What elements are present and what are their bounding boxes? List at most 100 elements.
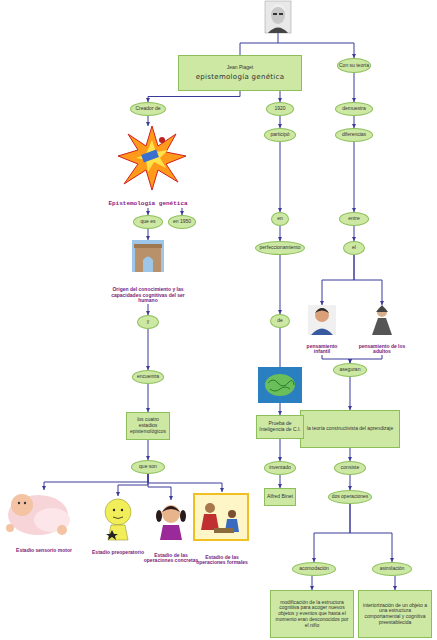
node-text: Estadio sensorio motor xyxy=(16,548,72,554)
connector-line xyxy=(280,255,281,314)
linking-phrase: dos operaciones xyxy=(328,490,372,504)
teacher-student-image xyxy=(194,494,248,540)
connector-line xyxy=(350,355,382,363)
yellow-child-image xyxy=(105,499,131,540)
node-text: asimilación xyxy=(380,566,405,572)
node-text: el xyxy=(352,245,356,251)
node-text: entre xyxy=(348,216,359,222)
linking-phrase: que son xyxy=(131,460,165,474)
linking-phrase: Con su teoría xyxy=(337,58,371,73)
linking-phrase: entre xyxy=(339,212,369,226)
node-text: pensamiento de los adultos xyxy=(354,344,410,356)
girl-image xyxy=(156,505,186,540)
node-text: Creador de xyxy=(135,106,160,112)
brain-image xyxy=(258,367,302,403)
linking-phrase: diferencias xyxy=(335,128,373,142)
linking-phrase: Creador de xyxy=(130,102,166,116)
connector-line xyxy=(354,142,355,212)
linking-phrase: en xyxy=(271,212,289,226)
connector-line xyxy=(322,355,350,363)
connector-line xyxy=(182,208,183,215)
connector-line xyxy=(322,255,354,305)
connector-line xyxy=(148,116,149,126)
connector-line xyxy=(350,475,351,490)
linking-phrase: inventado xyxy=(264,461,296,475)
node-text: Epistemología genética xyxy=(108,201,187,208)
node-text: que es xyxy=(140,219,155,225)
picture-concept: Estadio de las operaciones concretas xyxy=(142,500,200,564)
connector-line xyxy=(350,448,351,461)
connector-line xyxy=(280,439,281,461)
linking-phrase: acomodación xyxy=(292,562,336,576)
linking-phrase: en 1950 xyxy=(168,215,196,229)
node-text: que son xyxy=(139,464,157,470)
node-text: de xyxy=(277,318,283,324)
concept-box: interiorización de un objeto a una estru… xyxy=(358,590,432,638)
node-text: los cuatro estadios epistemológicos xyxy=(129,417,167,434)
connector-line xyxy=(312,576,313,590)
concept-box: modificación de la estructura cognitiva … xyxy=(270,590,354,638)
node-text: demuestra xyxy=(342,106,366,112)
concept-box: los cuatro estadios epistemológicos xyxy=(126,412,170,440)
connector-line xyxy=(354,116,355,128)
node-text: en xyxy=(277,216,283,222)
node-text: en 1950 xyxy=(173,219,191,225)
node-text: Con su teoría xyxy=(339,63,369,69)
connector-line xyxy=(148,329,149,370)
linking-phrase: y xyxy=(137,315,159,329)
node-text: perfeccionamiento xyxy=(260,245,301,251)
linking-phrase: consiste xyxy=(334,461,366,475)
connector-line xyxy=(148,208,149,215)
node-text: la teoría constructivista del aprendizaj… xyxy=(307,426,393,432)
linking-phrase: perfeccionamiento xyxy=(255,241,305,255)
connector-line xyxy=(350,504,392,562)
concept-box: Jean Piaget epistemología genética xyxy=(178,55,302,91)
linking-phrase: 1920 xyxy=(266,102,294,116)
node-text: y xyxy=(147,319,150,325)
connector-line xyxy=(280,142,281,212)
connector-line xyxy=(354,226,355,241)
explosion-image xyxy=(118,126,186,190)
node-text: epistemología genética xyxy=(196,73,285,81)
node-text: pensamiento infantil xyxy=(298,344,346,356)
node-text: Jean Piaget xyxy=(227,65,253,71)
picture-concept: pensamiento de los adultos xyxy=(354,305,410,355)
node-text: acomodación xyxy=(299,566,329,572)
linking-phrase: participó xyxy=(264,128,296,142)
baby-image xyxy=(6,494,70,535)
concept-box: Alfred Binet xyxy=(264,488,296,506)
connector-line xyxy=(280,475,281,488)
linking-phrase: asimilación xyxy=(372,562,412,576)
linking-phrase: encuentra xyxy=(132,370,164,384)
picture-concept: Estadio sensorio motor xyxy=(0,490,88,554)
connector-line xyxy=(280,91,281,102)
node-text: dos operaciones xyxy=(332,494,369,500)
node-text: interiorización de un objeto a una estru… xyxy=(361,603,429,626)
node-text: participó xyxy=(271,132,290,138)
linking-phrase: que es xyxy=(133,215,163,229)
node-text: modificación de la estructura cognitiva … xyxy=(273,600,351,629)
linking-phrase: demuestra xyxy=(335,102,373,116)
node-text: aseguran xyxy=(340,367,361,373)
arc-de-triomphe-image xyxy=(132,240,164,272)
connector-line xyxy=(395,576,396,590)
child-photo xyxy=(308,305,336,335)
linking-phrase: el xyxy=(343,241,365,255)
connector-line xyxy=(148,384,149,412)
connector-line xyxy=(148,474,222,492)
linking-phrase: de xyxy=(270,314,290,328)
node-text: consiste xyxy=(341,465,359,471)
adult-figure xyxy=(372,305,392,335)
node-text: 1920 xyxy=(274,106,285,112)
concept-box: Prueba de Inteligencia de C.I. xyxy=(256,415,304,439)
connector-line xyxy=(148,440,149,460)
node-text: Estadio preoperatorio xyxy=(92,550,144,556)
concept-box: la teoría constructivista del aprendizaj… xyxy=(300,410,400,448)
connector-line xyxy=(148,304,149,315)
node-text: inventado xyxy=(269,465,291,471)
connector-line xyxy=(354,73,355,102)
node-text: Estadio de las operaciones concretas xyxy=(142,553,200,565)
